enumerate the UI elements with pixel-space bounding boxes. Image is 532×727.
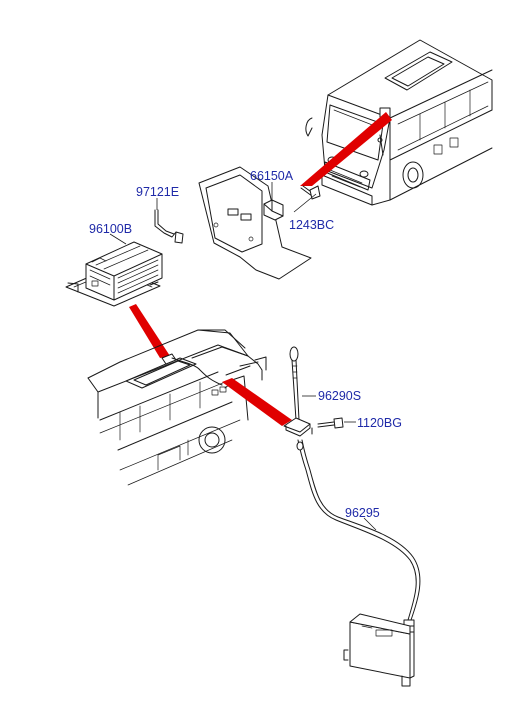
label-97121E: 97121E: [136, 185, 179, 199]
label-1243BC: 1243BC: [289, 218, 334, 232]
callout-arrow-middle: [129, 304, 170, 358]
label-96295: 96295: [345, 506, 380, 520]
screw-1120BG: [311, 417, 344, 435]
antenna-96290S: [283, 346, 311, 437]
cable-96295: [296, 439, 421, 633]
callout-arrow-top: [300, 112, 392, 186]
label-96100B: 96100B: [89, 222, 132, 236]
receiver-box: [343, 613, 415, 687]
cable-97121E: [154, 209, 184, 244]
mounting-plate: [198, 166, 312, 280]
unit-96100B: [65, 241, 163, 307]
label-96290S: 96290S: [318, 389, 361, 403]
label-66150A: 66150A: [250, 169, 294, 183]
bus-side-illustration: [87, 329, 267, 486]
label-1120BG: 1120BG: [357, 416, 402, 430]
bus-front-illustration: [305, 39, 493, 206]
camera-66150A: [263, 199, 284, 221]
callout-arrow-lower: [222, 378, 292, 426]
leader-lines: [109, 182, 377, 531]
screw-1243BC: [300, 185, 321, 200]
